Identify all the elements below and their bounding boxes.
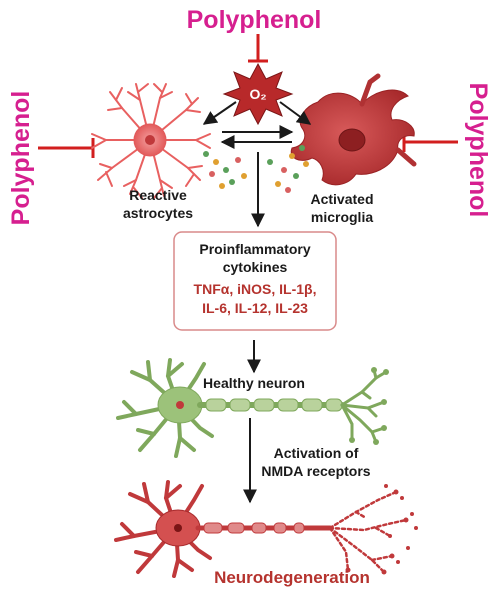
inhibit-top [248, 34, 268, 63]
o2-star-icon: O₂ [222, 62, 294, 126]
cytokines-list-2: IL-6, IL-12, IL-23 [202, 300, 308, 316]
arrows-lower [243, 340, 261, 504]
svg-text:Reactive: Reactive [129, 187, 187, 203]
polyphenol-right-label: Polyphenol [464, 83, 492, 218]
secreted-particles [203, 145, 309, 193]
polyphenol-top-label: Polyphenol [187, 6, 322, 34]
cytokines-title-2: cytokines [223, 259, 288, 275]
svg-text:microglia: microglia [311, 209, 373, 225]
nmda-label: Activation of NMDA receptors [261, 445, 370, 479]
cytokines-box: Proinflammatory cytokines TNFα, iNOS, IL… [173, 231, 337, 331]
polyphenol-left-label: Polyphenol [7, 91, 35, 226]
o2-label: O₂ [249, 86, 266, 102]
healthy-neuron-icon [116, 358, 389, 458]
inhibit-left [38, 138, 95, 158]
svg-text:Activation of: Activation of [274, 445, 359, 461]
reactive-astrocyte-icon [91, 83, 211, 199]
microglia-label: Activated microglia [310, 191, 373, 225]
svg-text:NMDA receptors: NMDA receptors [261, 463, 370, 479]
healthy-neuron-label: Healthy neuron [203, 375, 305, 391]
neurodegeneration-label: Neurodegeneration [214, 568, 370, 587]
activated-microglia-icon [290, 73, 417, 186]
cytokines-list: TNFα, iNOS, IL-1β, [194, 281, 317, 297]
cytokines-title: Proinflammatory [199, 241, 310, 257]
svg-text:Activated: Activated [310, 191, 373, 207]
astrocytes-label: Reactive astrocytes [123, 187, 193, 221]
svg-text:astrocytes: astrocytes [123, 205, 193, 221]
arrows-upper [202, 101, 312, 228]
degenerating-neuron-icon [114, 480, 418, 578]
